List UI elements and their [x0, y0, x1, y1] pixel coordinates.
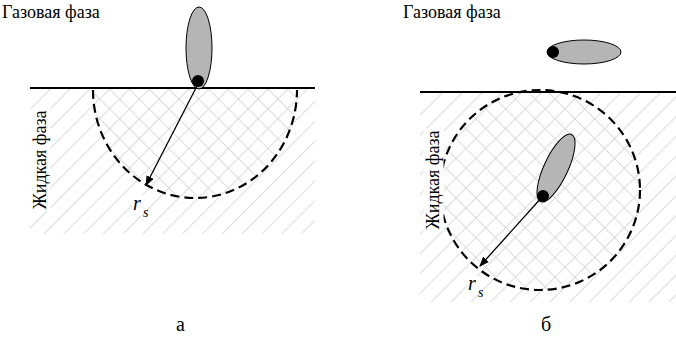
- phase-label: Жидкая фаза: [423, 129, 443, 232]
- panel-letter: б: [541, 313, 551, 335]
- panel-letter: а: [176, 313, 185, 335]
- radius-subscript: s: [143, 205, 148, 220]
- radius-subscript: s: [478, 285, 483, 300]
- radius-symbol: r: [467, 272, 477, 294]
- phase-label: Газовая фаза: [2, 3, 100, 23]
- phase-label: Газовая фаза: [403, 3, 501, 23]
- radius-symbol: r: [132, 192, 142, 214]
- phase-label: Жидкая фаза: [30, 109, 50, 212]
